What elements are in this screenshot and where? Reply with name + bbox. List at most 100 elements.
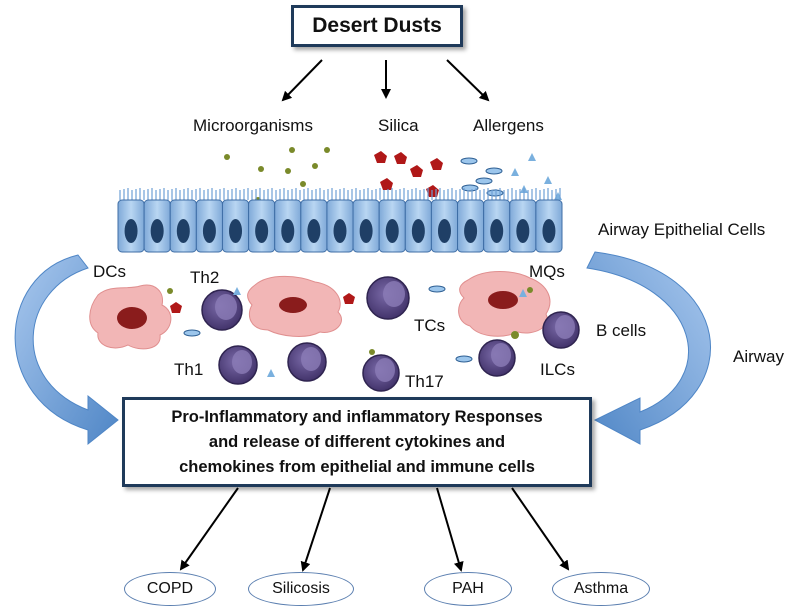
epithelial-nucleus	[516, 219, 530, 243]
th17-cell	[362, 354, 400, 392]
label-airway-epithelial-cells: Airway Epithelial Cells	[598, 220, 766, 239]
outcome-pah-label: PAH	[452, 580, 484, 597]
label-th17: Th17	[405, 372, 444, 391]
outcome-pah: PAH	[424, 572, 512, 606]
allergen-particle	[428, 285, 446, 293]
ilc-cell	[478, 339, 516, 377]
epithelial-nucleus	[542, 219, 556, 243]
label-th1: Th1	[174, 360, 204, 379]
allergen-triangle	[528, 153, 536, 161]
label-dcs: DCs	[93, 262, 127, 281]
curved-arrow-left	[14, 254, 119, 446]
allergen-particle	[475, 177, 493, 185]
epithelial-nucleus	[333, 219, 347, 243]
silica-particle	[394, 152, 407, 164]
allergen-triangle	[511, 168, 519, 176]
macrophage-nucleus	[279, 297, 307, 313]
arrow-to-copd	[179, 487, 239, 571]
epithelial-nucleus	[255, 219, 269, 243]
outcome-asthma-label: Asthma	[573, 580, 629, 597]
epithelial-nucleus	[464, 219, 478, 243]
microbe-particle	[285, 168, 291, 174]
title-text: Desert Dusts	[312, 14, 442, 37]
allergen-particle	[183, 329, 201, 337]
allergen-triangle	[519, 289, 527, 297]
label-airway: Airway	[733, 347, 785, 366]
silica-particle	[430, 158, 443, 170]
epithelial-nucleus	[124, 219, 138, 243]
dust-particles	[224, 147, 562, 203]
epithelial-nucleus	[202, 219, 216, 243]
allergen-particle	[485, 167, 503, 175]
response-line-1: Pro-Inflammatory and inflammatory Respon…	[171, 407, 543, 426]
arrow-to-pah	[436, 487, 464, 572]
dendritic-cell-nucleus	[117, 307, 147, 329]
microbe-particle	[369, 349, 375, 355]
microbe-particle	[258, 166, 264, 172]
allergen-particle	[486, 189, 504, 197]
microbe-particle	[289, 147, 295, 153]
epithelial-nucleus	[229, 219, 243, 243]
microbe-particle	[324, 147, 330, 153]
response-box: Pro-Inflammatory and inflammatory Respon…	[122, 397, 592, 487]
label-th2: Th2	[190, 268, 220, 287]
outcome-asthma: Asthma	[552, 572, 650, 606]
silica-particle	[380, 178, 393, 190]
outcome-silicosis-label: Silicosis	[272, 580, 330, 597]
outcome-copd-label: COPD	[146, 580, 194, 597]
epithelial-nucleus	[359, 219, 373, 243]
epithelial-nucleus	[411, 219, 425, 243]
microbe-particle	[224, 154, 230, 160]
epithelial-nucleus	[281, 219, 295, 243]
th1-cell	[218, 345, 258, 385]
silica-particle	[170, 302, 182, 313]
epithelial-nucleus	[437, 219, 451, 243]
th2-cell	[201, 289, 243, 331]
tc-cell	[366, 276, 410, 320]
microbe-particle	[167, 288, 173, 294]
label-b-cells: B cells	[596, 321, 647, 340]
microbe-particle	[312, 163, 318, 169]
microbe-particle	[511, 331, 519, 339]
allergen-particle	[455, 355, 473, 363]
allergen-triangle	[544, 176, 552, 184]
response-line-3: chemokines from epithelial and immune ce…	[179, 457, 535, 476]
allergen-triangle	[267, 369, 275, 377]
arrow-to-allergens	[446, 59, 490, 102]
allergen-triangle	[554, 192, 562, 200]
arrow-to-asthma	[511, 487, 570, 571]
silica-particle	[343, 293, 355, 304]
outcome-arrows	[179, 487, 570, 572]
allergen-particle	[461, 184, 479, 192]
outcome-copd: COPD	[124, 572, 216, 606]
label-silica: Silica	[378, 116, 419, 135]
epithelial-layer	[117, 188, 563, 253]
epithelial-nucleus	[307, 219, 321, 243]
response-line-2: and release of different cytokines and	[208, 432, 506, 451]
label-ilcs: ILCs	[540, 360, 575, 379]
microbe-particle	[300, 181, 306, 187]
epithelial-nucleus	[176, 219, 190, 243]
outcome-silicosis: Silicosis	[248, 572, 354, 606]
immune-cells	[89, 271, 580, 392]
macrophage-nucleus	[488, 291, 518, 309]
label-allergens: Allergens	[473, 116, 544, 135]
label-mqs: MQs	[529, 262, 565, 281]
label-tcs: TCs	[414, 316, 446, 335]
label-microorganisms: Microorganisms	[193, 116, 313, 135]
title-box: Desert Dusts	[291, 5, 463, 47]
b-cell	[542, 311, 580, 349]
microbe-particle	[527, 287, 533, 293]
th1-cell	[287, 342, 327, 382]
curved-arrow-right	[586, 251, 712, 445]
allergen-triangle	[233, 287, 241, 295]
title-arrows	[281, 59, 490, 102]
epithelial-nucleus	[490, 219, 504, 243]
epithelial-nucleus	[385, 219, 399, 243]
silica-particle	[374, 151, 387, 163]
allergen-particle	[460, 157, 478, 165]
arrow-to-silicosis	[300, 487, 331, 572]
arrow-to-microorganisms	[281, 59, 323, 102]
epithelial-nucleus	[150, 219, 164, 243]
silica-particle	[410, 165, 423, 177]
